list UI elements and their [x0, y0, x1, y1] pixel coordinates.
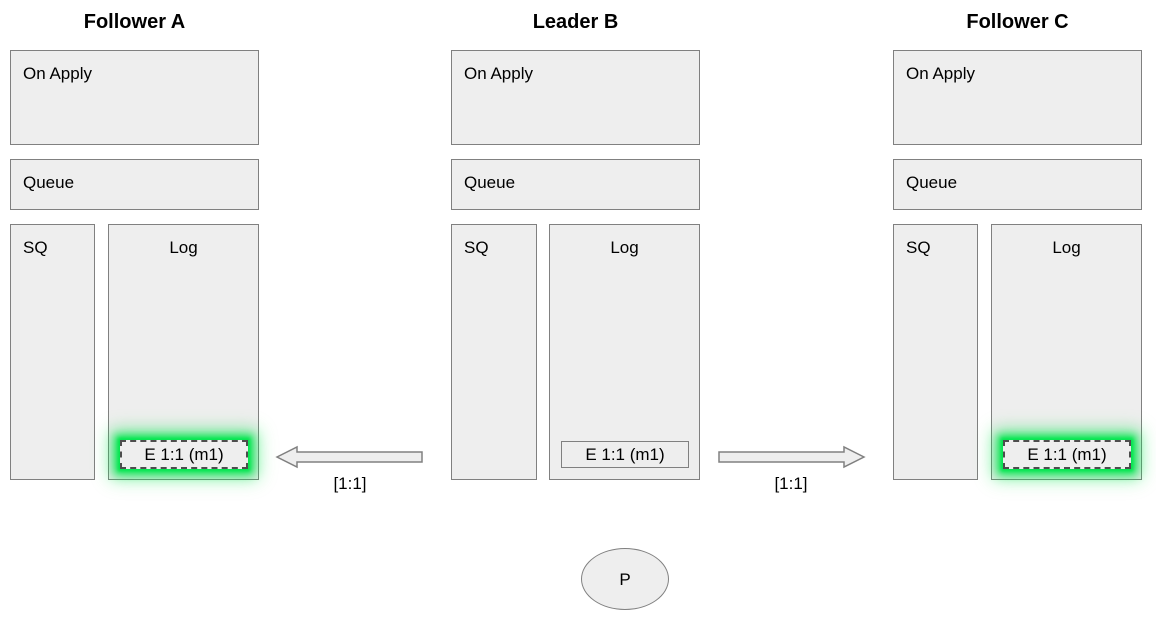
sq-box-leader-b[interactable]: SQ — [451, 224, 537, 480]
on-apply-box-follower-a[interactable]: On Apply — [10, 50, 259, 145]
sq-label-leader-b: SQ — [464, 238, 489, 257]
queue-label-leader-b: Queue — [464, 173, 516, 192]
client-node-p[interactable]: P — [581, 548, 669, 610]
log-entry-follower-c-0[interactable]: E 1:1 (m1) — [1003, 440, 1131, 469]
log-label-leader-b: Log — [610, 238, 639, 257]
sq-box-follower-c[interactable]: SQ — [893, 224, 978, 480]
on-apply-label-follower-c: On Apply — [906, 64, 975, 83]
log-box-follower-a[interactable]: Log E 1:1 (m1) — [108, 224, 259, 480]
arrow-label-leader-to-follower-c: [1:1] — [774, 474, 808, 493]
log-entry-leader-b-0[interactable]: E 1:1 (m1) — [561, 441, 689, 468]
log-label-follower-c: Log — [1052, 238, 1081, 257]
queue-box-follower-c[interactable]: Queue — [893, 159, 1142, 210]
sq-label-follower-a: SQ — [23, 238, 48, 257]
queue-box-leader-b[interactable]: Queue — [451, 159, 700, 210]
on-apply-label-leader-b: On Apply — [464, 64, 533, 83]
queue-label-follower-c: Queue — [906, 173, 958, 192]
sq-box-follower-a[interactable]: SQ — [10, 224, 95, 480]
queue-box-follower-a[interactable]: Queue — [10, 159, 259, 210]
arrow-label-leader-to-follower-a: [1:1] — [333, 474, 367, 493]
queue-label-follower-a: Queue — [23, 173, 75, 192]
log-box-follower-c[interactable]: Log E 1:1 (m1) — [991, 224, 1142, 480]
on-apply-box-leader-b[interactable]: On Apply — [451, 50, 700, 145]
arrow-leader-to-follower-c — [718, 445, 866, 469]
column-title-follower-a: Follower A — [83, 11, 186, 33]
sq-label-follower-c: SQ — [906, 238, 931, 257]
column-title-follower-c: Follower C — [966, 11, 1069, 33]
on-apply-label-follower-a: On Apply — [23, 64, 92, 83]
arrow-leader-to-follower-a — [275, 445, 423, 469]
log-entry-follower-a-0[interactable]: E 1:1 (m1) — [120, 440, 248, 469]
log-box-leader-b[interactable]: Log E 1:1 (m1) — [549, 224, 700, 480]
on-apply-box-follower-c[interactable]: On Apply — [893, 50, 1142, 145]
log-label-follower-a: Log — [169, 238, 198, 257]
column-title-leader-b: Leader B — [532, 11, 619, 33]
